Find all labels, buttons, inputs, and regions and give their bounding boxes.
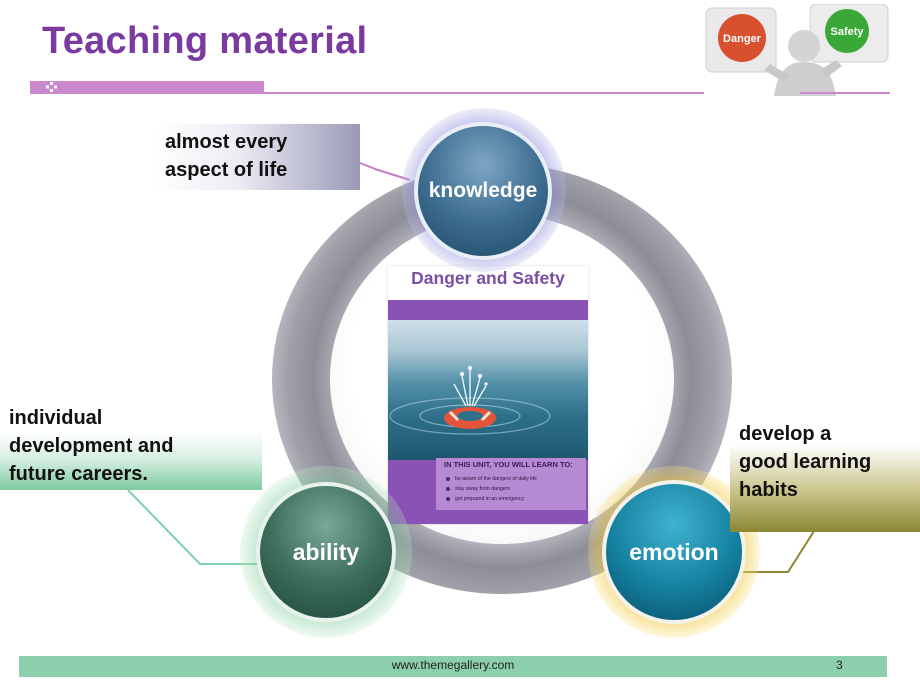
page-number: 3 (836, 658, 843, 672)
danger-safety-signs-image: Danger Safety (705, 4, 890, 96)
callout-line: development and (9, 435, 174, 457)
ability-node-label: ability (292, 538, 360, 565)
decorative-dots-icon (46, 82, 57, 92)
callout-line: future careers. (9, 463, 148, 485)
emotion-callout: develop a good learning habits (730, 416, 920, 532)
book-objective-item: get prepared in an emergency (446, 496, 524, 502)
book-objectives-panel: IN THIS UNIT, YOU WILL LEARN TO: be awar… (436, 458, 586, 510)
sign-danger-text: Danger (723, 33, 762, 45)
knowledge-node: knowledge (414, 122, 552, 260)
footer-url: www.themegallery.com (391, 658, 515, 672)
book-title: Danger and Safety (411, 268, 565, 288)
emotion-node-label: emotion (629, 538, 719, 565)
footer-bar: www.themegallery.com 3 (19, 656, 887, 677)
book-objective-item: stay away from dangers (446, 486, 510, 492)
sign-safety-text: Safety (830, 26, 864, 38)
callout-line: develop a (739, 423, 832, 445)
book-purple-band (388, 300, 588, 320)
textbook-cover: Danger and Safety IN THIS UNIT, YOU WILL… (388, 266, 588, 524)
slide-title: Teaching material (42, 20, 368, 62)
emotion-node: emotion (602, 480, 746, 624)
ability-node: ability (256, 482, 396, 622)
title-underline (264, 92, 704, 94)
callout-line: habits (739, 479, 798, 501)
book-objective-item: be aware of the dangers of daily life (446, 476, 537, 482)
lifebuoy-photo (388, 320, 588, 460)
lifebuoy-icon (389, 366, 551, 435)
ability-callout: individual development and future career… (0, 402, 262, 490)
callout-line: good learning (739, 451, 872, 473)
callout-line: individual (9, 407, 103, 429)
knowledge-callout: almost every aspect of life (156, 124, 360, 190)
knowledge-node-label: knowledge (428, 179, 538, 202)
callout-line: almost every (165, 131, 288, 153)
title-accent-bar (30, 81, 264, 94)
book-objectives-heading: IN THIS UNIT, YOU WILL LEARN TO: (444, 460, 573, 469)
callout-line: aspect of life (165, 159, 288, 181)
